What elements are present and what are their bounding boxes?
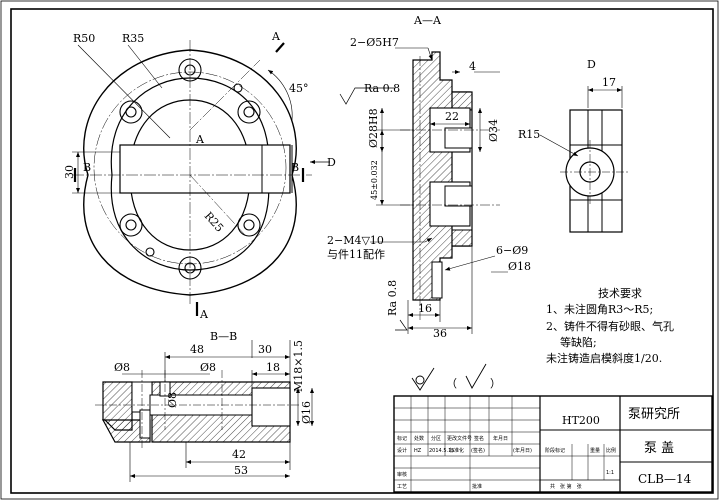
tech-req-line3: 等缺陷;	[560, 335, 597, 349]
label-dim17: 17	[602, 76, 616, 89]
tb-std: 标准化	[449, 447, 464, 454]
view-d	[539, 86, 630, 233]
label-bb-dim42: 42	[232, 448, 246, 461]
tb-h-date: 年月日	[493, 435, 508, 442]
label-dim4: 4	[469, 60, 476, 73]
label-dim36: 36	[433, 327, 447, 340]
tb-designer: HZ	[414, 448, 422, 454]
label-bb-d8-left: Ø8	[114, 361, 130, 374]
tb-stage: 阶段标记	[545, 447, 565, 454]
label-bb-d8-v: Ø8	[166, 392, 179, 408]
label-bb-dim53: 53	[234, 464, 248, 477]
label-bb-dim30: 30	[258, 343, 272, 356]
roughness-paren-open: （	[446, 377, 457, 390]
label-bb-d8-mid: Ø8	[200, 361, 216, 374]
tb-process: 工艺	[397, 484, 407, 490]
tb-design: 设计	[397, 447, 407, 454]
tech-req-line4: 未注铸造启模斜度1/20.	[546, 351, 662, 365]
label-ra-top: Ra 0.8	[364, 82, 400, 95]
label-b-left: B	[83, 161, 91, 174]
label-dim22: 22	[445, 110, 459, 123]
label-dia34: Ø34	[487, 119, 500, 142]
label-dim30: 30	[63, 165, 76, 179]
tb-design-date: 2014.5.15	[429, 448, 454, 454]
label-d: D	[327, 156, 336, 169]
tech-req-title: 技术要求	[598, 287, 642, 300]
tb-org: 泵研究所	[628, 407, 680, 422]
tech-req-line1: 1、未注圆角R3～R5;	[546, 302, 653, 316]
label-bb-d16: Ø16	[300, 401, 313, 424]
tb-sheets: 共 张 第 张	[550, 483, 582, 490]
tb-ratio: 比例	[606, 447, 616, 454]
roughness-paren-close: ）	[490, 377, 501, 390]
label-angle: 45°	[289, 82, 309, 95]
tb-scale: 1:1	[606, 470, 614, 476]
tb-date-paren: (年月日)	[513, 447, 532, 454]
tb-h-sign: 签名	[474, 435, 484, 442]
view-d-title: D	[587, 58, 596, 71]
center-lines	[72, 40, 312, 305]
main-view	[72, 40, 330, 316]
tb-approve: 批准	[472, 483, 482, 490]
label-dia28h8: Ø28H8	[367, 108, 380, 148]
section-bb-view	[95, 340, 314, 482]
label-a-center: A	[195, 133, 205, 146]
section-bb-title: B—B	[210, 330, 237, 343]
title-block	[393, 395, 713, 493]
label-holes-5h7: 2−Ø5H7	[350, 36, 399, 49]
section-aa-view	[339, 47, 508, 334]
label-b-right: B	[291, 161, 299, 174]
label-r35: R35	[122, 32, 144, 45]
tb-sign-paren: (签名)	[471, 447, 485, 454]
label-ra-bottom: Ra 0.8	[386, 280, 399, 316]
tb-review: 审核	[397, 471, 407, 478]
label-a-bottom: A	[199, 308, 209, 321]
label-bb-m18: M18×1.5	[292, 340, 305, 392]
label-r25: R25	[202, 209, 227, 234]
tb-h-count: 处数	[414, 435, 424, 442]
tech-req-line2: 2、铸件不得有砂眼、气孔	[546, 319, 674, 333]
tb-part-name: 泵 盖	[644, 441, 674, 456]
label-thread-m4: 2−M4▽10	[327, 234, 384, 247]
label-holes-9: 6−Ø9	[496, 244, 528, 257]
roughness-general-symbol	[411, 363, 487, 391]
section-aa-title: A—A	[413, 14, 442, 27]
inner-frame	[10, 8, 714, 494]
tb-drawing-no: CLB—14	[638, 472, 692, 486]
label-cbore-18: Ø18	[508, 260, 531, 273]
label-dist45: 45±0.032	[370, 160, 379, 200]
channel	[119, 144, 291, 194]
tb-weight: 重量	[590, 447, 600, 454]
label-a-top: A	[271, 30, 281, 43]
label-bb-dim48: 48	[190, 343, 204, 356]
tb-h-doc: 更改文件号	[447, 435, 472, 442]
label-thread-note: 与件11配作	[327, 248, 385, 261]
label-r50: R50	[73, 32, 95, 45]
label-bb-dim18: 18	[266, 361, 280, 374]
tb-h-zone: 分区	[431, 435, 441, 442]
label-dim16: 16	[418, 302, 432, 315]
tb-h-mark: 标记	[397, 435, 407, 442]
label-r15: R15	[518, 128, 540, 141]
tb-material: HT200	[562, 414, 600, 427]
